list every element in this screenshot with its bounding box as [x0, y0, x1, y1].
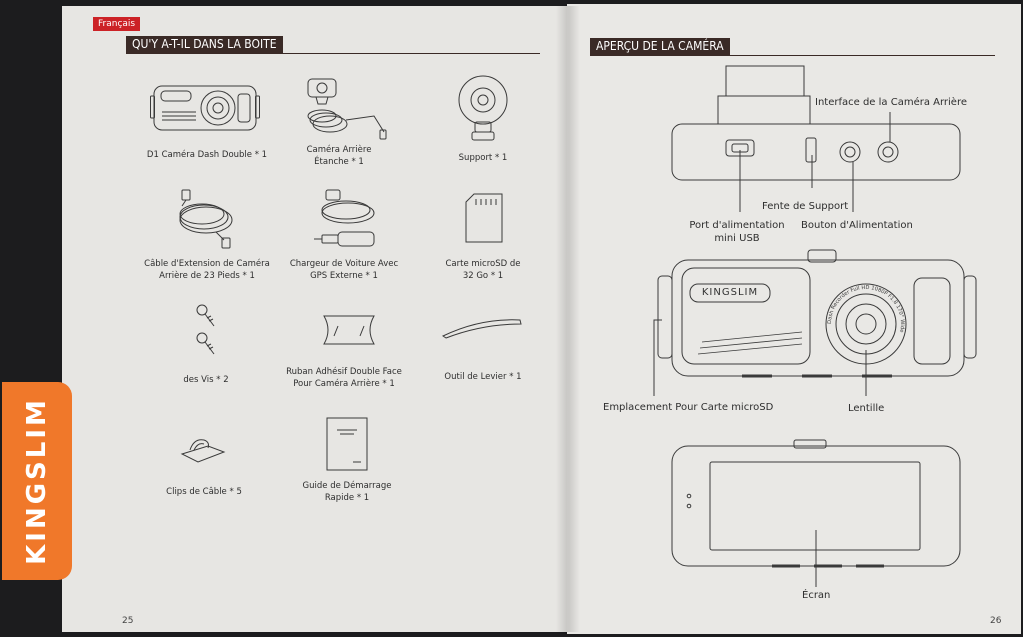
- item-caption-mount: Support * 1: [458, 153, 508, 163]
- rear-camera-icon: [296, 74, 388, 142]
- microsd-card-icon: [464, 192, 504, 244]
- right-page: [567, 4, 1021, 634]
- car-charger-icon: [308, 184, 386, 256]
- extension-cable-icon: [166, 186, 246, 250]
- screws-icon: [190, 300, 224, 364]
- quick-guide-icon: [325, 416, 369, 472]
- pry-tool-icon: [440, 316, 524, 340]
- page-spine-shadow: [556, 6, 580, 632]
- right-section-rule: [590, 55, 995, 56]
- label-power-button: Bouton d'Alimentation: [801, 220, 913, 231]
- lens-ring-text: Dash Recorder Full HD 1080P F1.8 170° Wi…: [827, 285, 905, 333]
- suction-mount-icon: [450, 74, 516, 146]
- item-caption-screws: des Vis * 2: [183, 375, 229, 385]
- brand-tab: [2, 382, 72, 580]
- language-tag: Français: [93, 17, 141, 31]
- camera-back-view-drawing: [668, 436, 964, 576]
- right-page-number: 26: [990, 616, 1002, 626]
- label-lens: Lentille: [848, 403, 885, 414]
- left-page-number: 25: [122, 616, 134, 626]
- label-screen: Écran: [802, 590, 831, 601]
- dash-camera-icon: [150, 82, 260, 134]
- svg-text:Dash Recorder Full HD 1080P: Dash Recorder Full HD 1080P F1.8 170° Wi…: [827, 285, 905, 333]
- right-section-header: APERÇU DE LA CAMÉRA: [590, 38, 995, 56]
- left-section-header: QU'Y A-T-IL DANS LA BOITE: [126, 36, 540, 54]
- device-logo: KINGSLIM: [701, 287, 759, 298]
- item-caption-dash-camera: D1 Caméra Dash Double * 1: [146, 150, 268, 160]
- label-rear-camera-interface: Interface de la Caméra Arrière: [815, 97, 967, 108]
- camera-front-view-drawing: [652, 246, 980, 382]
- label-mount-slot: Fente de Support: [762, 201, 849, 212]
- adhesive-tape-icon: [318, 312, 380, 348]
- left-section-title: QU'Y A-T-IL DANS LA BOITE: [126, 36, 283, 53]
- left-page: [62, 6, 567, 632]
- item-caption-cable-clips: Clips de Câble * 5: [166, 487, 242, 497]
- left-section-rule: [126, 53, 540, 54]
- camera-top-view-drawing: [668, 62, 962, 192]
- item-caption-pry-tool: Outil de Levier * 1: [444, 372, 522, 382]
- label-sd-slot: Emplacement Pour Carte microSD: [603, 402, 774, 413]
- right-section-title: APERÇU DE LA CAMÉRA: [590, 38, 730, 55]
- cable-clip-icon: [178, 432, 228, 466]
